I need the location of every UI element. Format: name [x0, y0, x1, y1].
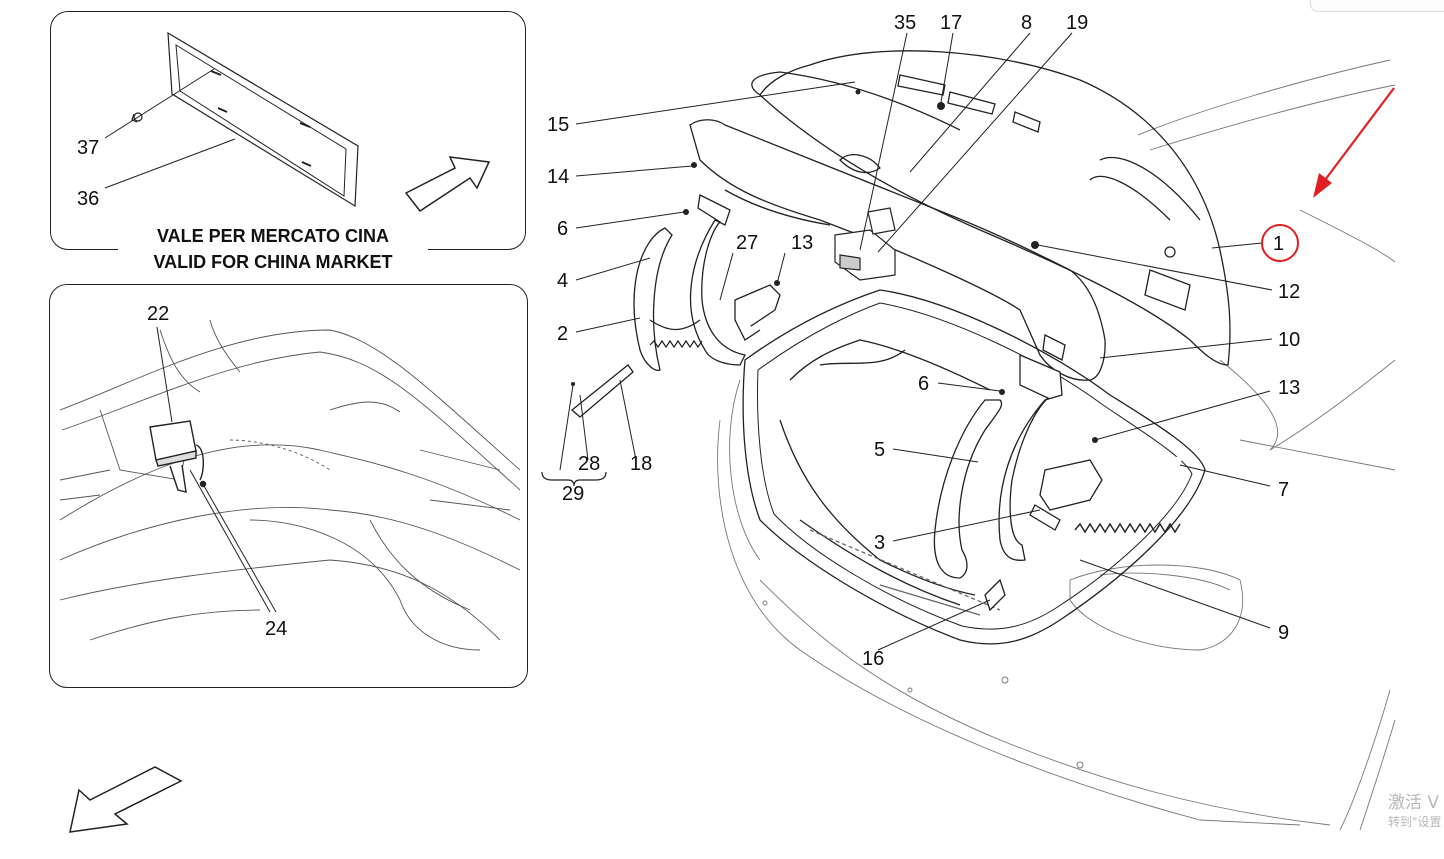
leader-lines-main: [559, 32, 1273, 651]
inset-sensor-detail: [49, 284, 528, 688]
callout-2: 2: [557, 323, 568, 345]
callout-4: 4: [557, 270, 568, 292]
callout-6-right: 6: [918, 373, 929, 395]
callout-35: 35: [894, 12, 916, 34]
license-plate-frame-drawing: [131, 31, 359, 208]
bumper-sensor-drawing: [59, 319, 521, 651]
trunk-opening: [742, 289, 1206, 645]
callout-6-left: 6: [557, 218, 568, 240]
callout-18: 18: [630, 453, 652, 475]
parking-sensor-unit-icon: [149, 420, 207, 493]
caption-line-2: VALID FOR CHINA MARKET: [153, 252, 393, 272]
callout-15: 15: [547, 114, 569, 136]
bracket-29: [541, 471, 607, 487]
car-body-outline: [717, 59, 1396, 831]
callout-3: 3: [874, 532, 885, 554]
callout-13-left: 13: [791, 232, 813, 254]
callout-37: 37: [77, 137, 99, 159]
callout-17: 17: [940, 12, 962, 34]
callout-22: 22: [147, 303, 169, 325]
leader-lines-inset2: [156, 326, 277, 613]
direction-arrow-icon: [404, 156, 491, 213]
callout-12: 12: [1278, 281, 1300, 303]
callout-24: 24: [265, 618, 287, 640]
front-direction-arrow-icon: [69, 766, 183, 833]
right-spring: [1068, 452, 1187, 538]
callout-16: 16: [862, 648, 884, 670]
corner-tab: [1310, 0, 1444, 12]
callout-27: 27: [736, 232, 758, 254]
inset-caption: VALE PER MERCATO CINA VALID FOR CHINA MA…: [118, 223, 428, 275]
highlight-arrow-icon: [1313, 87, 1395, 198]
left-hinge-assembly: [570, 194, 781, 418]
leader-lines-inset1: [104, 68, 236, 189]
callout-28: 28: [578, 453, 600, 475]
watermark-line-1: 激活 V: [1388, 793, 1440, 813]
fastener-screws: [571, 89, 1098, 443]
left-spring: [649, 339, 703, 349]
callout-7: 7: [1278, 479, 1289, 501]
callout-5: 5: [874, 439, 885, 461]
callout-19: 19: [1066, 12, 1088, 34]
caption-line-1: VALE PER MERCATO CINA: [156, 226, 389, 246]
lid-latch-icon: [834, 207, 896, 281]
inset-china-market: [50, 11, 526, 250]
callout-14: 14: [547, 166, 569, 188]
right-hinge-assembly: [933, 354, 1103, 612]
watermark-line-2: 转到"设置: [1388, 815, 1442, 829]
highlight-circle: [1261, 224, 1299, 262]
callout-labels: 37 36 22 24 15 14 6 4 2 27 13 28 18 29 3…: [77, 12, 1300, 670]
callout-13-right: 13: [1278, 377, 1300, 399]
callout-36: 36: [77, 188, 99, 210]
callout-1: 1: [1273, 233, 1284, 255]
callout-9: 9: [1278, 622, 1289, 644]
trunk-lid: [689, 50, 1231, 381]
callout-8: 8: [1021, 12, 1032, 34]
callout-29: 29: [562, 483, 584, 505]
callout-10: 10: [1278, 329, 1300, 351]
